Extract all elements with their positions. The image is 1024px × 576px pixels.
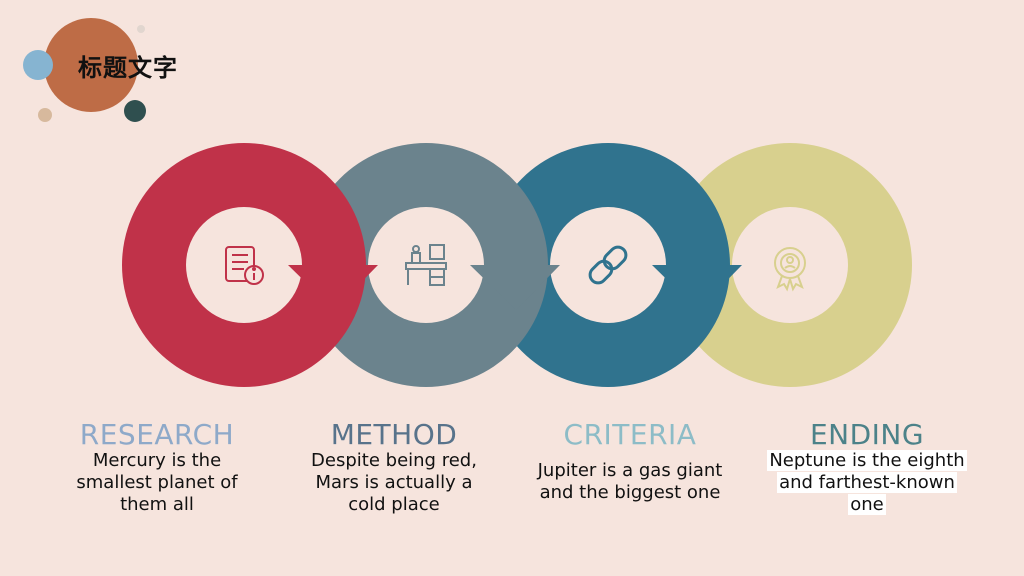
ring-method — [304, 143, 548, 387]
step-description: Mercury is the smallest planet of them a… — [76, 450, 238, 515]
step-label: METHOD — [330, 418, 458, 451]
step-ending: ENDING Neptune is the eighth and farthes… — [767, 418, 967, 516]
ring-research — [122, 143, 366, 387]
step-description: Despite being red, Mars is actually a co… — [311, 450, 477, 515]
arrow-criteria-to-ending — [652, 265, 742, 310]
step-label: ENDING — [809, 418, 925, 451]
decor-circle-small — [137, 25, 145, 33]
step-method: METHOD Despite being red, Mars is actual… — [294, 418, 494, 516]
decor-circle-large — [44, 18, 138, 112]
ring-criteria — [486, 143, 730, 387]
desk-icon — [405, 244, 447, 286]
arrow-method-to-criteria — [470, 265, 560, 310]
page-title: 标题文字 — [78, 54, 178, 82]
step-research: RESEARCH Mercury is the smallest planet … — [57, 418, 257, 516]
step-description: Neptune is the eighth and farthest-known… — [767, 450, 967, 515]
link-icon — [588, 245, 628, 285]
step-description-box: Neptune is the eighth and farthest-known… — [767, 450, 967, 516]
step-label: CRITERIA — [563, 418, 697, 451]
arrow-research-to-method — [288, 265, 378, 310]
step-description: Jupiter is a gas giant and the biggest o… — [537, 460, 723, 503]
book-info-icon — [225, 246, 264, 285]
award-icon — [774, 247, 806, 292]
decor-circle-dark — [124, 100, 146, 122]
decor-circle-blue — [23, 50, 53, 80]
step-label: RESEARCH — [79, 418, 235, 451]
decor-circle-tan — [38, 108, 52, 122]
step-criteria: CRITERIA Jupiter is a gas giant and the … — [530, 418, 730, 504]
